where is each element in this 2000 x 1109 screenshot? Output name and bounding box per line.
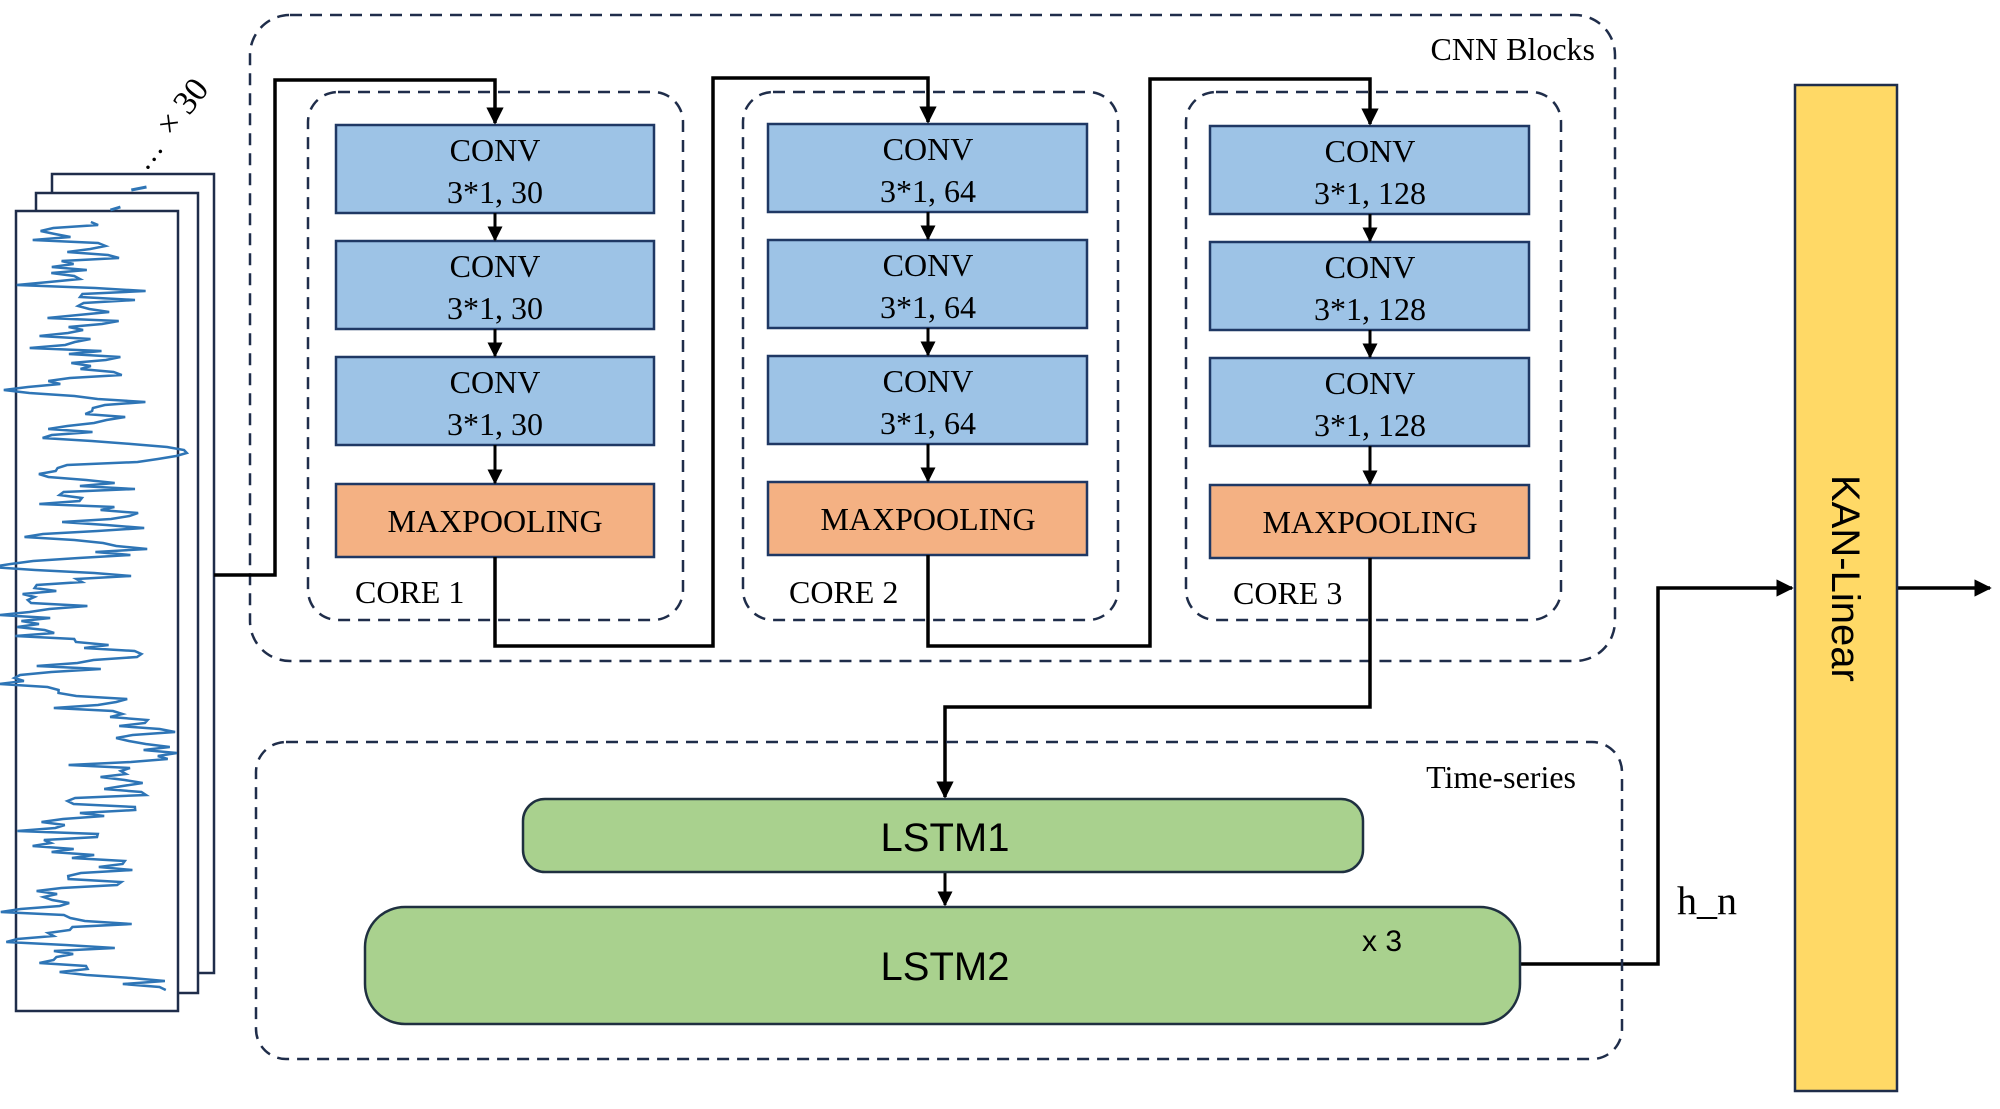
timeseries-container (254, 740, 1624, 1061)
cnn-blocks-title: CNN Blocks (1431, 31, 1595, 67)
maxpooling-label: MAXPOOLING (387, 503, 602, 539)
hidden-state-label: h_n (1677, 878, 1737, 923)
conv-block[interactable] (1208, 240, 1531, 332)
conv-block[interactable] (1208, 356, 1531, 448)
conv-params: 3*1, 30 (447, 290, 543, 326)
timeseries-title: Time-series (1426, 759, 1576, 795)
conv-params: 3*1, 128 (1314, 291, 1426, 327)
maxpooling-block[interactable] (1208, 483, 1531, 560)
stack-count-label: × 30 (149, 72, 216, 143)
conv-label: CONV (883, 247, 974, 283)
conv-params: 3*1, 128 (1314, 175, 1426, 211)
conv-params: 3*1, 64 (880, 405, 976, 441)
core-3: CONV 3*1, 128 CONV 3*1, 128 CONV 3*1, 12… (1208, 124, 1531, 611)
lstm1-label: LSTM1 (881, 816, 1010, 860)
conv-params: 3*1, 30 (447, 406, 543, 442)
core-label: CORE 2 (789, 574, 898, 610)
core-label: CORE 1 (355, 574, 464, 610)
core-1: CONV 3*1, 30 CONV 3*1, 30 CONV 3*1, 30 M… (334, 123, 656, 610)
signal-trace-front (0, 220, 190, 992)
lstm2-block[interactable] (363, 905, 1522, 1026)
core1-to-core2-connector (493, 76, 937, 648)
conv-params: 3*1, 30 (447, 174, 543, 210)
core3-to-lstm1-connector (936, 558, 1372, 799)
signal-trace-middle (109, 205, 121, 212)
conv-label: CONV (450, 248, 541, 284)
flow-connectors (214, 76, 1992, 966)
conv-params: 3*1, 64 (880, 289, 976, 325)
lstm2-label: LSTM2 (881, 945, 1010, 989)
core2-to-core3-connector (926, 77, 1379, 648)
kan-linear-block[interactable] (1793, 83, 1899, 1093)
conv-label: CONV (1325, 249, 1416, 285)
conv-label: CONV (883, 131, 974, 167)
signal-trace-back (131, 185, 147, 192)
conv-block[interactable] (1208, 124, 1531, 216)
conv-label: CONV (1325, 365, 1416, 401)
lstm2-to-kan-connector (1520, 579, 1794, 966)
conv-params: 3*1, 64 (880, 173, 976, 209)
input-to-core1-connector (214, 78, 504, 577)
maxpooling-block[interactable] (334, 482, 656, 559)
conv-block[interactable] (766, 238, 1089, 330)
conv-label: CONV (883, 363, 974, 399)
kan-linear-label: KAN-Linear (1823, 475, 1867, 682)
intra-core-arrows (487, 212, 1378, 486)
lstm1-block[interactable] (521, 797, 1365, 874)
conv-params: 3*1, 128 (1314, 407, 1426, 443)
lstm2-repeat-label: x 3 (1362, 925, 1402, 958)
stack-ellipsis: … (126, 132, 170, 176)
conv-label: CONV (1325, 133, 1416, 169)
conv-block[interactable] (766, 122, 1089, 214)
conv-label: CONV (450, 364, 541, 400)
maxpooling-label: MAXPOOLING (820, 501, 1035, 537)
core-2: CONV 3*1, 64 CONV 3*1, 64 CONV 3*1, 64 M… (766, 122, 1089, 610)
conv-label: CONV (450, 132, 541, 168)
cnn-blocks-container (248, 13, 1617, 663)
maxpooling-label: MAXPOOLING (1262, 504, 1477, 540)
core-label: CORE 3 (1233, 575, 1342, 611)
input-signal-stack: … × 30 (0, 72, 216, 1013)
